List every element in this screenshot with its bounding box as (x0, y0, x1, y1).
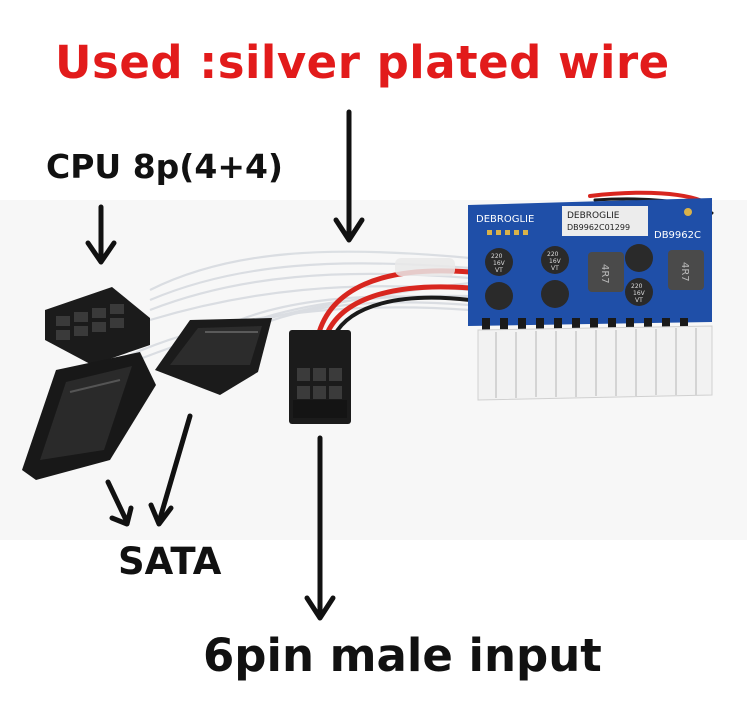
pcb-model-right: DB9962C (654, 230, 701, 241)
inductor-label-1: 4R7 (599, 264, 610, 284)
pcb-brand-left: DEBROGLIE (476, 214, 534, 225)
arrow-6pin (304, 435, 336, 621)
cpu-8pin-connector (45, 287, 150, 365)
cap-label-3-value: 220 (631, 283, 643, 290)
cap-label-2-series: VT (551, 265, 559, 272)
cap-label-1-value: 220 (491, 253, 503, 260)
capacitors (485, 244, 653, 310)
cap-label-2-voltage: 16V (549, 258, 562, 265)
arrow-sata-right (148, 413, 193, 527)
cap-label-3-voltage: 16V (633, 290, 646, 297)
atx-24pin-connector (477, 325, 713, 401)
pcb-chip-brand: DEBROGLIE (567, 211, 620, 221)
annotation-arrows (85, 109, 365, 621)
inductors (588, 250, 704, 292)
label-6pin-input: 6pin male input (203, 629, 602, 682)
cap-label-1-voltage: 16V (493, 260, 506, 267)
pcb-chip-model: DB9962C01299 (567, 223, 630, 232)
title-silver-plated-wire: Used :silver plated wire (55, 36, 670, 89)
sata-connector-1 (155, 318, 272, 395)
label-cpu-8pin: CPU 8p(4+4) (46, 147, 284, 186)
inductor-label-2: 4R7 (679, 262, 690, 282)
arrow-cpu (85, 204, 117, 265)
cap-label-2-value: 220 (547, 251, 559, 258)
cap-label-3-series: VT (635, 297, 643, 304)
arrow-sata-left (105, 479, 134, 527)
arrow-silver-wire (333, 109, 365, 243)
six-pin-connector (289, 330, 351, 424)
cap-label-1-series: VT (495, 267, 503, 274)
label-sata: SATA (118, 540, 222, 583)
sata-connector-2 (22, 352, 156, 480)
pcb-board (468, 198, 712, 330)
